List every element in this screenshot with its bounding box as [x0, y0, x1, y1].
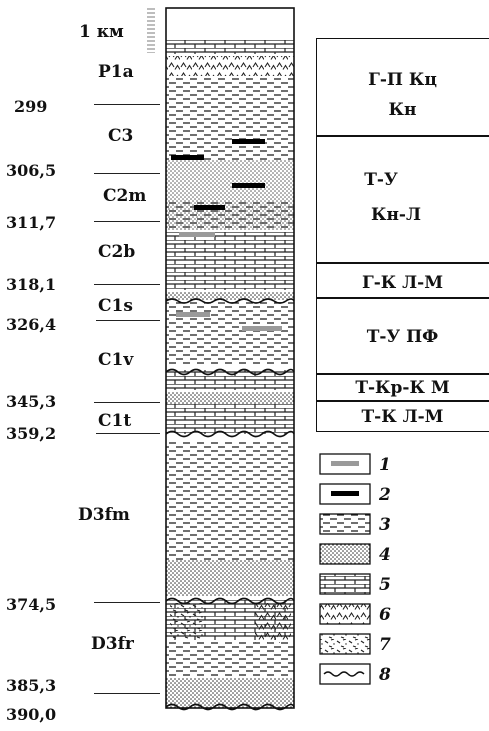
age-label: 359,2 — [6, 424, 57, 443]
black-lens — [194, 205, 225, 210]
unconformity-line — [165, 430, 295, 438]
stage-label-d3fm: D3fm — [78, 505, 130, 525]
age-label: 318,1 — [6, 275, 57, 294]
boundary-line — [96, 433, 160, 434]
scale-label: 1 км — [79, 22, 124, 42]
interval-label: Т-К Л-М — [361, 407, 444, 427]
interval-label: Г-К Л-М — [361, 273, 444, 293]
legend-number: 8 — [379, 665, 391, 685]
stage-label-c1s: C1s — [98, 296, 133, 316]
legend-swatch-4 — [319, 543, 371, 565]
limestone-layer — [166, 370, 294, 390]
stage-label-c1t: C1t — [98, 411, 132, 431]
siltstone-layer — [166, 642, 294, 678]
limestone-layer — [166, 232, 294, 290]
volcanic-lens — [255, 603, 291, 643]
legend-number: 4 — [379, 545, 391, 565]
boundary-line — [94, 284, 160, 285]
siltstone-layer — [166, 440, 294, 560]
interval-label: Кн-Л — [371, 205, 421, 225]
interval-box — [316, 400, 489, 432]
black-lens — [232, 139, 265, 144]
interval-label: Т-Кр-К М — [355, 378, 450, 398]
legend-number: 2 — [379, 485, 391, 505]
column-frame — [165, 7, 295, 709]
age-label: 326,4 — [6, 315, 57, 334]
boundary-line — [94, 173, 160, 174]
unconformity-line — [165, 597, 295, 605]
age-label: 390,0 — [6, 705, 57, 724]
interval-box — [316, 135, 489, 264]
interval-label: Т-У ПФ — [366, 327, 439, 347]
interval-box — [316, 297, 489, 375]
siltstone-layer — [166, 200, 294, 228]
stage-label-d3fr: D3fr — [91, 634, 134, 654]
black-lens — [232, 183, 265, 188]
legend-number: 5 — [379, 575, 391, 595]
age-label: 385,3 — [6, 676, 57, 695]
grey-lens — [176, 312, 210, 317]
sandstone-layer — [166, 392, 294, 404]
age-label: 299 — [14, 97, 48, 116]
legend-swatch-1 — [319, 453, 371, 475]
grey-lens — [179, 232, 215, 237]
age-label: 311,7 — [6, 213, 57, 232]
age-label: 345,3 — [6, 392, 57, 411]
black-lens — [171, 155, 204, 160]
boundary-line — [94, 221, 160, 222]
legend-number: 3 — [379, 515, 391, 535]
legend-swatch-8 — [319, 663, 371, 685]
siltstone-layer — [166, 78, 294, 160]
interval-label: Г-П Кц — [368, 70, 437, 90]
grey-lens — [242, 326, 282, 331]
limestone-layer — [166, 40, 294, 54]
age-label: 374,5 — [6, 595, 57, 614]
stage-label-c1v: C1v — [98, 350, 134, 370]
sandstone-layer — [166, 292, 294, 300]
unconformity-line — [165, 368, 295, 376]
tuff-lens — [170, 603, 204, 639]
interval-box — [316, 38, 489, 137]
sandstone-layer — [166, 678, 294, 708]
boundary-line — [94, 693, 160, 694]
legend-swatch-5 — [319, 573, 371, 595]
boundary-line — [96, 320, 160, 321]
legend-swatch-3 — [319, 513, 371, 535]
boundary-line — [94, 602, 160, 603]
legend-number: 7 — [379, 635, 391, 655]
interval-box — [316, 373, 489, 402]
legend-number: 1 — [379, 455, 391, 475]
legend-swatch-6 — [319, 603, 371, 625]
stage-label-c2m: C2m — [103, 186, 147, 206]
scale-bar — [147, 8, 155, 53]
limestone-layer — [166, 404, 294, 434]
stage-label-c3: C3 — [108, 126, 134, 146]
legend-swatch-7 — [319, 633, 371, 655]
age-label: 306,5 — [6, 161, 57, 180]
stage-label-p1a: P1a — [98, 62, 134, 82]
legend-number: 6 — [379, 605, 391, 625]
volcanic-layer — [166, 56, 294, 76]
boundary-line — [94, 402, 160, 403]
boundary-line — [94, 104, 160, 105]
interval-box — [316, 262, 489, 299]
stage-label-c2b: C2b — [98, 242, 136, 262]
interval-label: Т-У — [364, 170, 398, 190]
siltstone-layer — [166, 302, 294, 366]
sandstone-layer — [166, 560, 294, 596]
interval-label: Кн — [388, 100, 417, 120]
unconformity-line — [165, 298, 295, 304]
legend-swatch-2 — [319, 483, 371, 505]
